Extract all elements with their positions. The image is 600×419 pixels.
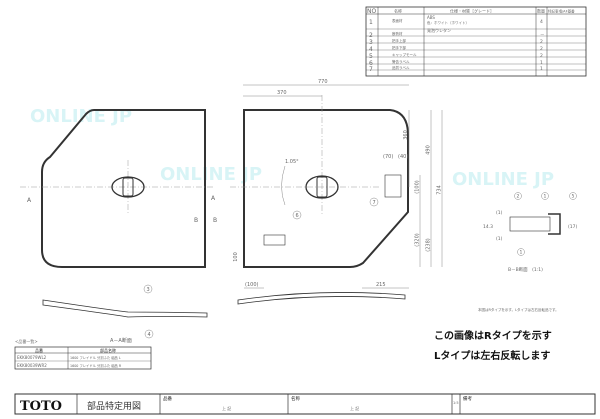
callout-5: 5 <box>572 194 575 200</box>
row-name: 品質ラベル <box>392 65 410 70</box>
section-b-b: 2 1 5 1 (1) 14.3 (1) (17) B－B断面 (1:1) <box>483 192 577 273</box>
dim-1-bottom: (1) <box>496 236 503 242</box>
plan-view-left: A A B B <box>20 109 217 268</box>
hinban-label: 品番 <box>163 395 172 402</box>
watermark: ONLINE JP ONLINE JP ONLINE JP <box>30 106 554 190</box>
dim-238: (238) <box>426 238 432 251</box>
section-a-a: 3 4 A－A断面 <box>42 284 208 344</box>
dim-17: (17) <box>568 224 577 230</box>
dim-215: 215 <box>376 282 386 288</box>
row-name: 把手下部 <box>392 45 406 50</box>
sheet-title: 部品特定用図 <box>87 400 141 412</box>
dim-734: 734 <box>437 185 443 195</box>
row-qty: 1 <box>540 66 543 72</box>
row-name: 表面材 <box>392 18 403 23</box>
dim-100-b: (100) <box>245 282 258 288</box>
toto-logo: TOTO <box>20 399 62 414</box>
section-mark-a-left: A <box>27 197 32 204</box>
section-mark-b-left: B <box>194 217 198 224</box>
model-list-caption: <品番一覧> <box>15 338 38 344</box>
model-list: <品番一覧> 品番 部品名称 EKK80079WL2 1600 フレイドル 分割… <box>14 338 152 370</box>
callout-7: 7 <box>373 200 376 206</box>
dim-angle: 1.05° <box>285 159 299 165</box>
callout-1-bottom: 1 <box>520 250 523 256</box>
dim-1-top: (1) <box>496 210 503 216</box>
row-no: 4 <box>369 46 373 53</box>
row-qty: 4 <box>540 19 543 25</box>
model-header-name: 部品名称 <box>100 347 116 353</box>
row-no: 6 <box>369 60 373 67</box>
name-value: 上 記 <box>350 405 359 411</box>
dim-360: 360 <box>403 130 409 140</box>
title-block: TOTO 部品特定用図 品番 上 記 名称 上 記 1:5 備考 <box>14 393 596 415</box>
row-name: キャップモール <box>392 52 417 57</box>
small-note: 本図はRタイプを示す。Lタイプは左右反転品です。 <box>478 307 559 312</box>
side-profile <box>237 292 406 305</box>
dim-490: 490 <box>426 145 432 155</box>
model-number: EKK80079WL2 <box>17 355 47 360</box>
model-name: 1600 フレイドル 分割ふた 組品 R <box>70 363 122 368</box>
dim-370: 370 <box>277 90 287 96</box>
parts-table: NO 名称 仕様・材質［グレード］ 数量 特記事項/AF基番 1 表面材 ABS色：… <box>365 6 587 77</box>
callout-1-top: 1 <box>544 194 547 200</box>
callout-2: 2 <box>517 194 520 200</box>
svg-text:ONLINE JP: ONLINE JP <box>30 106 132 127</box>
section-bb-label: B－B断面 (1:1) <box>508 266 543 273</box>
callout-3: 3 <box>147 287 150 293</box>
header-notes: 特記事項/AF基番 <box>548 9 575 14</box>
callout-6: 6 <box>296 213 299 219</box>
row-no: 7 <box>369 66 373 73</box>
row-spec: ABS <box>427 15 435 20</box>
section-mark-b-right: B <box>213 217 217 224</box>
plan-view-right: 1.05° 6 7 770 370 360 (70) (40) (100) 49… <box>230 79 443 305</box>
dim-320: (320) <box>415 233 421 246</box>
notice-line-1: この画像はRタイプを示す <box>434 331 552 342</box>
header-qty: 数量 <box>537 8 545 14</box>
name-label: 名称 <box>291 395 300 402</box>
row-no: 3 <box>369 39 373 46</box>
dim-770: 770 <box>318 79 328 85</box>
row-qty: 2 <box>540 39 543 45</box>
row-no: 5 <box>369 53 373 60</box>
callout-4: 4 <box>148 332 151 338</box>
row-no: 1 <box>369 19 373 26</box>
hinban-value: 上 記 <box>222 405 231 411</box>
row-spec-2: 色：ホワイト（ホワイト） <box>427 20 469 25</box>
row-qty: 2 <box>540 46 543 52</box>
model-number: EKK80039WR2 <box>17 363 47 368</box>
model-name: 1600 フレイドル 分割ふた 組品 L <box>70 355 121 360</box>
header-name: 名称 <box>394 8 402 14</box>
model-header-number: 品番 <box>35 347 43 353</box>
row-name: 把手上部 <box>392 38 406 43</box>
dim-70: (70) <box>383 154 393 160</box>
row-no: 2 <box>369 32 373 39</box>
svg-text:ONLINE JP: ONLINE JP <box>452 169 554 190</box>
svg-text:ONLINE JP: ONLINE JP <box>160 164 262 185</box>
scale-label: 1:5 <box>453 401 459 405</box>
row-name: 警告ラベル <box>392 59 410 64</box>
row-spec: 発泡ウレタン <box>427 27 451 33</box>
section-mark-a-right: A <box>211 195 216 202</box>
remarks-label: 備考 <box>463 395 472 402</box>
dim-100-c: 100 <box>233 252 239 262</box>
dim-14-3: 14.3 <box>483 224 493 230</box>
header-no: NO <box>367 8 376 15</box>
section-aa-label: A－A断面 <box>110 337 132 344</box>
row-qty: － <box>540 33 545 38</box>
notice-line-2: Lタイプは左右反転します <box>434 351 551 362</box>
header-spec: 仕様・材質［グレード］ <box>450 8 494 14</box>
dim-100-a: (100) <box>415 180 421 193</box>
row-qty: 1 <box>540 60 543 66</box>
row-name: 断熱材 <box>392 31 403 36</box>
row-qty: 2 <box>540 53 543 59</box>
dim-40: (40) <box>398 154 408 160</box>
